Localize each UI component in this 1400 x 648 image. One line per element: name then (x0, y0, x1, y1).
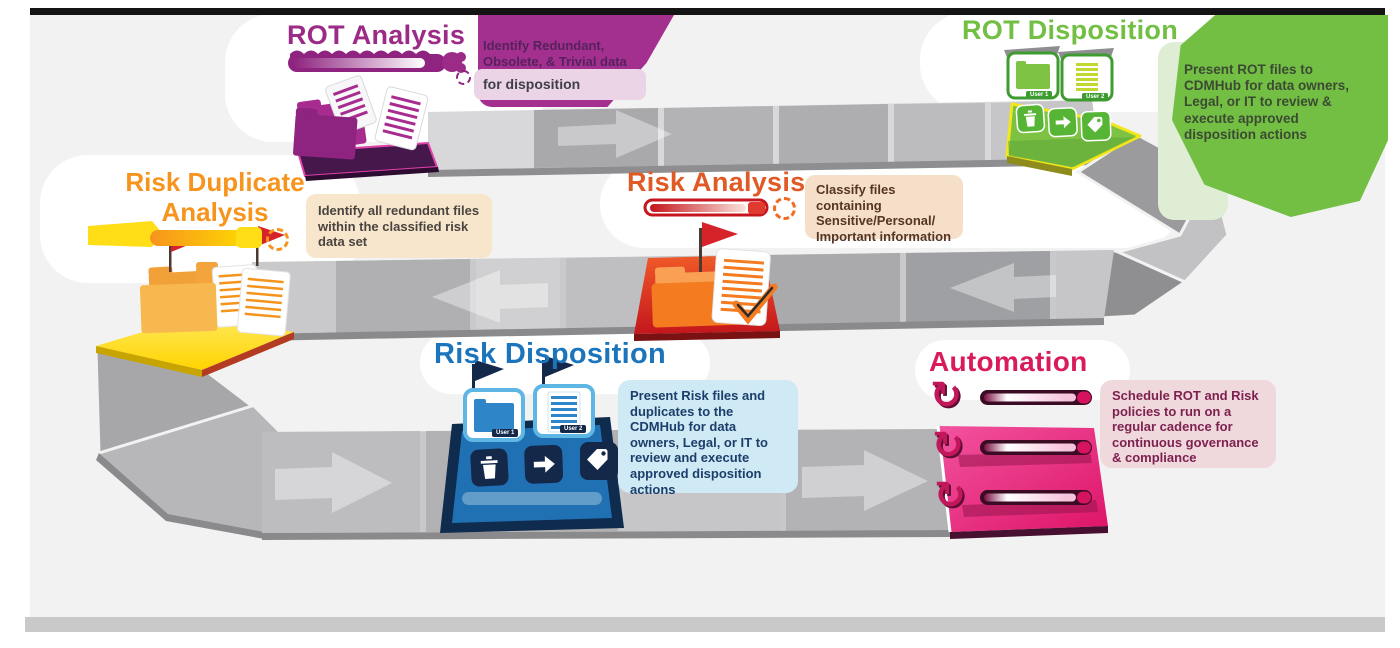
risk-disposition-description: Present Risk files and duplicates to the… (630, 388, 768, 497)
refresh-icon: ↻ (932, 423, 964, 467)
tag-icon (1080, 110, 1112, 142)
rot-card-badge-1: User 1 (1026, 91, 1053, 99)
automation-callout (1100, 380, 1276, 468)
rot-disposition-callout (1172, 15, 1388, 217)
spinner-icon (773, 197, 796, 220)
risk-card-badge-2: User 2 (560, 425, 587, 433)
tag-icon (580, 442, 618, 480)
rot-analysis-title: ROT Analysis (287, 20, 466, 50)
risk-disposition-callout (618, 380, 798, 493)
rot-disposition-station (1004, 46, 1142, 176)
road-top (428, 100, 1100, 177)
automation-description: Schedule ROT and Risk policies to run on… (1112, 388, 1259, 466)
trash-icon (1015, 103, 1046, 134)
refresh-icon: ↻ (930, 373, 962, 417)
spinner-icon (456, 70, 471, 85)
automation-progress-bars (980, 390, 1092, 505)
flag-icon (545, 356, 574, 377)
red-flag-icon (702, 222, 738, 247)
bottom-rule (25, 617, 1385, 632)
move-arrow-icon (1047, 107, 1078, 138)
refresh-icon: ↻ (934, 473, 966, 517)
rot-analysis-callout-strip (474, 69, 646, 100)
risk-duplicate-station (88, 221, 294, 377)
rot-analysis-station (288, 50, 466, 181)
trash-icon (470, 448, 509, 487)
spinner-icon (266, 228, 289, 251)
road-left-turn (94, 348, 278, 540)
risk-disposition-title: Risk Disposition (434, 338, 666, 370)
rot-analysis-description: Identify Redundant, Obsolete, & Trivial … (483, 38, 627, 69)
risk-analysis-title: Risk Analysis (627, 167, 806, 197)
risk-duplicate-callout (306, 194, 492, 258)
rot-card-badge-2: User 2 (1082, 93, 1109, 101)
risk-duplicate-description: Identify all redundant files within the … (318, 203, 480, 250)
risk-analysis-callout (805, 175, 963, 239)
flag-pole (169, 236, 172, 272)
risk-duplicate-progress-bar (150, 230, 258, 246)
risk-analysis-description: Classify files containing Sensitive/Pers… (816, 182, 952, 244)
rot-disposition-title: ROT Disposition (962, 15, 1178, 45)
banner-icon (88, 221, 162, 247)
rot-disposition-description: Present ROT files to CDMHub for data own… (1184, 62, 1350, 142)
road-arrow-right (802, 450, 928, 511)
risk-disposition-station (440, 356, 624, 533)
road-arrow-right (558, 110, 672, 158)
automation-title: Automation (929, 346, 1088, 377)
folder-icon (474, 403, 514, 432)
road-arrow-left (432, 270, 548, 323)
risk-analysis-station (634, 198, 780, 341)
flag-icon (475, 360, 504, 381)
folder-icon (1016, 64, 1050, 89)
road-arrow-left (950, 263, 1056, 312)
top-rule (30, 8, 1385, 15)
road-arrow-right (275, 452, 392, 513)
rot-analysis-description-2: for disposition (483, 76, 581, 92)
automation-station (936, 390, 1108, 539)
risk-duplicate-title: Risk Duplicate Analysis (125, 167, 305, 227)
document-icon (1073, 60, 1101, 96)
risk-card-badge-1: User 1 (492, 429, 519, 437)
move-arrow-icon (524, 444, 564, 484)
